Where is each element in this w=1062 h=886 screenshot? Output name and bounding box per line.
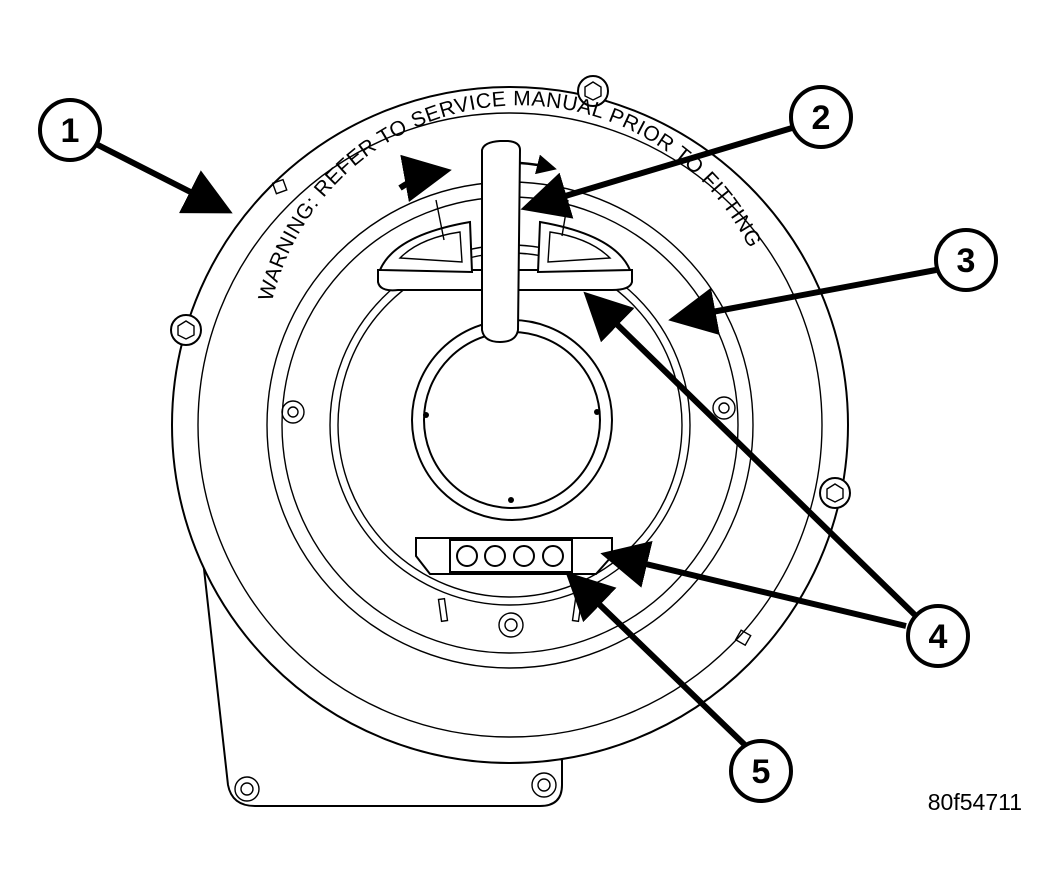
connector-pin-4 <box>542 545 564 567</box>
housing-screw-right <box>531 772 557 798</box>
callout-5: 5 <box>729 739 793 803</box>
mounting-bolt-left <box>170 314 202 346</box>
housing-screw-left <box>234 776 260 802</box>
svg-text:2: 2 <box>812 99 831 137</box>
face-screw-bottom <box>498 612 524 638</box>
hub-pin-right <box>594 409 600 415</box>
rotation-arrow-right <box>519 154 557 175</box>
mounting-bolt-right <box>819 477 851 509</box>
mounting-bolt-top <box>577 75 609 107</box>
figure-id: 80f54711 <box>928 789 1022 815</box>
leader-4a <box>583 291 921 621</box>
connector-pin-3 <box>513 545 535 567</box>
rotation-arrow-left <box>398 154 452 203</box>
leader-2 <box>520 125 793 219</box>
leader-4b <box>600 540 907 629</box>
hub-inner <box>423 331 601 509</box>
outer-ring <box>197 112 823 738</box>
svg-text:3: 3 <box>957 242 976 280</box>
hub-pin-left <box>423 412 429 418</box>
connector <box>415 537 613 575</box>
callout-4: 4 <box>906 604 970 668</box>
face-screw-right <box>712 396 736 420</box>
svg-text:5: 5 <box>752 753 771 791</box>
alignment-square-top <box>271 178 288 195</box>
leader-5 <box>565 571 749 749</box>
hub-pin-bottom <box>508 497 514 503</box>
connector-pin-2 <box>484 545 506 567</box>
leader-3 <box>668 267 937 335</box>
connector-pin-1 <box>456 545 478 567</box>
alignment-slot-left <box>437 597 449 623</box>
callout-1: 1 <box>38 98 102 162</box>
callout-3: 3 <box>934 228 998 292</box>
leader-1 <box>94 141 233 214</box>
face-screw-left <box>281 400 305 424</box>
svg-text:4: 4 <box>929 618 948 656</box>
alignment-square-bottom <box>734 629 752 647</box>
locking-key <box>481 140 522 344</box>
callout-2: 2 <box>789 85 853 149</box>
svg-text:1: 1 <box>61 112 80 150</box>
